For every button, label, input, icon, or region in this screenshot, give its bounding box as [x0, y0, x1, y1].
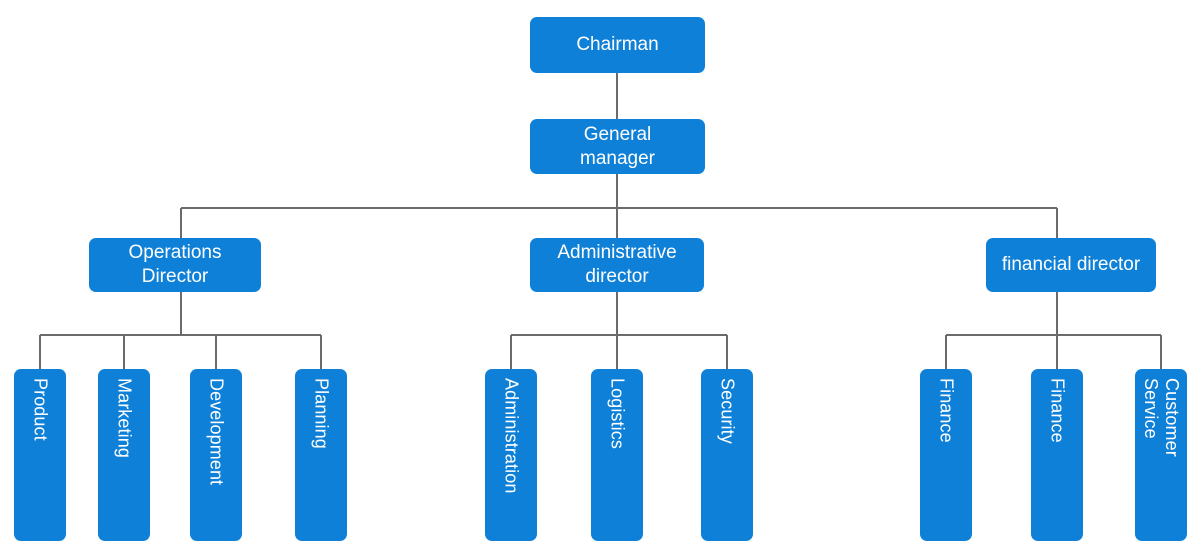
node-development[interactable]: Development: [190, 369, 242, 541]
node-security[interactable]: Security: [701, 369, 753, 541]
node-operations-director[interactable]: Operations Director: [89, 238, 261, 292]
node-product-label: Product: [30, 378, 51, 441]
node-logistics-label: Logistics: [607, 378, 628, 449]
node-customer-service-label: Customer Service: [1141, 378, 1183, 457]
node-finance-2-label: Finance: [1047, 378, 1068, 443]
node-administration[interactable]: Administration: [485, 369, 537, 541]
node-administrative-director-label: Administrative director: [557, 242, 677, 287]
node-finance-1-label: Finance: [936, 378, 957, 443]
node-customer-service[interactable]: Customer Service: [1135, 369, 1187, 541]
node-marketing[interactable]: Marketing: [98, 369, 150, 541]
node-general-manager[interactable]: General manager: [530, 119, 705, 174]
node-operations-director-label: Operations Director: [128, 242, 222, 287]
node-financial-director[interactable]: financial director: [986, 238, 1156, 292]
node-marketing-label: Marketing: [114, 378, 135, 458]
node-chairman-label: Chairman: [576, 34, 659, 56]
node-finance-1[interactable]: Finance: [920, 369, 972, 541]
node-financial-director-label: financial director: [1001, 254, 1141, 276]
node-general-manager-label: General manager: [580, 123, 655, 169]
node-security-label: Security: [717, 378, 738, 444]
node-administration-label: Administration: [501, 378, 522, 494]
node-development-label: Development: [206, 378, 227, 486]
node-planning-label: Planning: [311, 378, 332, 449]
node-administrative-director[interactable]: Administrative director: [530, 238, 704, 292]
node-logistics[interactable]: Logistics: [591, 369, 643, 541]
node-planning[interactable]: Planning: [295, 369, 347, 541]
node-product[interactable]: Product: [14, 369, 66, 541]
node-finance-2[interactable]: Finance: [1031, 369, 1083, 541]
node-chairman[interactable]: Chairman: [530, 17, 705, 73]
